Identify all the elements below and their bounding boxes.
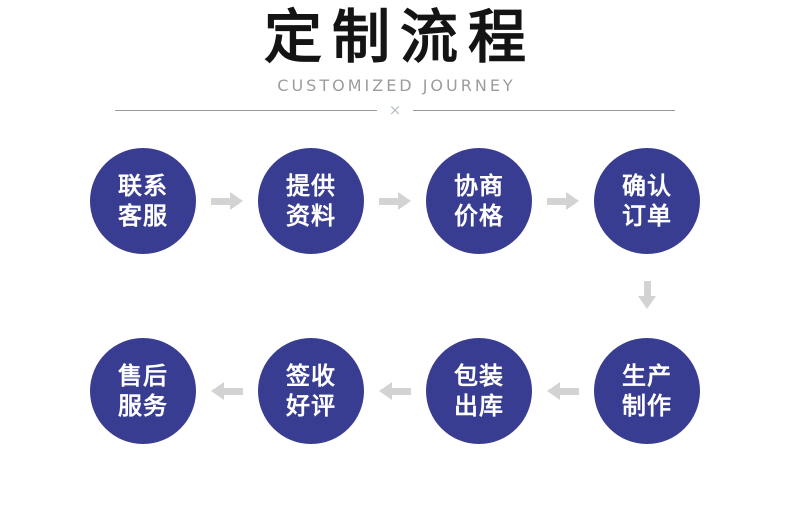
title-divider: × [115, 100, 676, 119]
step-confirm-order: 确认 订单 [594, 148, 700, 254]
step-label-line: 客服 [118, 202, 168, 230]
step-label-line: 提供 [286, 172, 336, 200]
arrow-left-icon [211, 382, 243, 400]
arrow-left-icon [547, 382, 579, 400]
step-label-line: 生产 [622, 362, 672, 390]
step-label-line: 协商 [454, 172, 504, 200]
step-label-line: 价格 [454, 202, 504, 230]
arrow-right-icon [547, 192, 579, 210]
step-pack-ship: 包装 出库 [426, 338, 532, 444]
step-after-sales-service: 售后 服务 [90, 338, 196, 444]
arrow-right-icon [379, 192, 411, 210]
step-negotiate-price: 协商 价格 [426, 148, 532, 254]
step-sign-review: 签收 好评 [258, 338, 364, 444]
arrow-right-icon [211, 192, 243, 210]
arrow-down-icon [633, 281, 661, 309]
page-subtitle: CUSTOMIZED JOURNEY [277, 76, 516, 95]
step-label-line: 好评 [286, 392, 336, 420]
step-label-line: 订单 [622, 202, 672, 230]
step-production: 生产 制作 [594, 338, 700, 444]
step-provide-materials: 提供 资料 [258, 148, 364, 254]
step-label-line: 签收 [286, 362, 336, 390]
step-label-line: 服务 [118, 392, 168, 420]
step-contact-service: 联系 客服 [90, 148, 196, 254]
step-label-line: 资料 [286, 202, 336, 230]
step-label-line: 包装 [454, 362, 504, 390]
divider-x-icon: × [388, 100, 402, 119]
step-label-line: 制作 [622, 392, 672, 420]
flow-row-top: 联系 客服 提供 资料 协商 价格 确认 订单 [90, 148, 700, 254]
step-label-line: 联系 [118, 172, 168, 200]
divider-line-right [413, 109, 676, 111]
step-label-line: 确认 [622, 172, 672, 200]
flow-row-bottom: 售后 服务 签收 好评 包装 出库 生产 制作 [90, 338, 700, 444]
step-label-line: 出库 [454, 392, 504, 420]
page-title: 定制流程 [263, 3, 536, 71]
step-label-line: 售后 [118, 362, 168, 390]
arrow-left-icon [379, 382, 411, 400]
divider-line-left [115, 109, 377, 111]
